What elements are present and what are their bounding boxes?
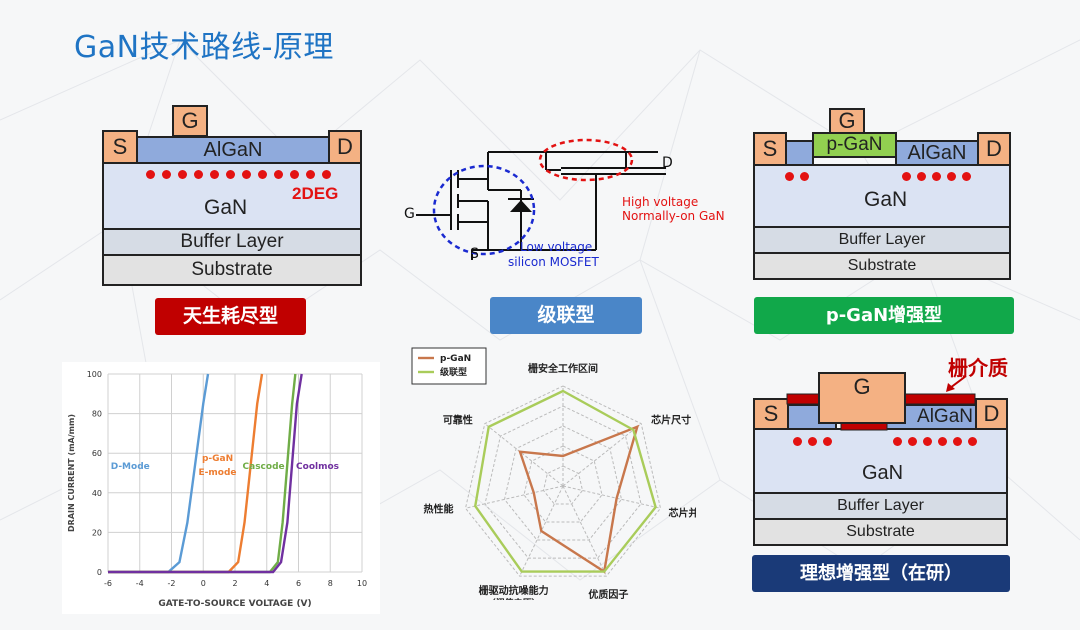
y-tick-label: 40 — [92, 489, 102, 498]
x-tick-label: -2 — [168, 579, 176, 588]
d1-2deg-label: 2DEG — [292, 184, 339, 203]
y-tick-label: 60 — [92, 449, 102, 458]
x-tick-label: -4 — [136, 579, 144, 588]
d3-dielectric-label: 栅介质 — [948, 356, 1008, 380]
d3-substrate: Substrate — [753, 518, 1008, 546]
d3-source: S — [753, 398, 789, 430]
x-tick-label: -6 — [104, 579, 112, 588]
legend-label: p-GaN — [440, 354, 471, 364]
radar-series — [473, 389, 657, 573]
cascode-lv2: silicon MOSFET — [508, 255, 600, 269]
d1-drain: D — [328, 130, 362, 164]
d3-buffer: Buffer Layer — [753, 492, 1008, 520]
radar-series — [518, 424, 640, 574]
radar-axis-label: 栅驱动抗噪能力 — [479, 584, 549, 597]
x-tick-label: 0 — [201, 579, 206, 588]
radar-legend — [411, 347, 487, 385]
radar-axis-label: 可靠性 — [443, 414, 473, 427]
radar-ring — [523, 445, 603, 523]
chart-annotation: D-Mode — [111, 462, 150, 472]
d2-banner: p-GaN增强型 — [754, 297, 1014, 334]
radar-axis-label: 热性能 — [424, 502, 454, 515]
d2-barrier: AlGaN — [895, 140, 979, 166]
d3-dielectric-arrow — [946, 375, 967, 392]
radar-spoke — [562, 485, 607, 577]
radar-ring — [542, 465, 584, 505]
y-tick-label: 80 — [92, 410, 102, 419]
cascode-hv2: Normally-on GaN — [622, 209, 725, 223]
cascode-hv1: High voltage — [622, 195, 698, 209]
d1-substrate: Substrate — [102, 254, 362, 286]
chart-annotation: p-GaN — [202, 454, 233, 464]
y-tick-label: 20 — [92, 528, 102, 537]
d2-channel-label: GaN — [864, 188, 908, 211]
cascode-schematic: D G S High voltage Normally-on GaN Low v… — [404, 138, 725, 269]
d2-gate: G — [829, 108, 865, 134]
series-line — [108, 373, 303, 574]
radar-ring — [464, 385, 662, 577]
d1-buffer: Buffer Layer — [102, 228, 362, 256]
d1-source: S — [102, 130, 138, 164]
x-tick-label: 2 — [232, 579, 237, 588]
radar-axis-label: 栅安全工作区间 — [528, 362, 598, 375]
chart-annotation: E-mode — [199, 468, 237, 478]
d3-gate: G — [818, 372, 906, 424]
d2-pgan: p-GaN — [812, 132, 897, 158]
page-title: GaN技术路线-原理 — [74, 30, 334, 65]
d2-substrate: Substrate — [753, 252, 1011, 280]
x-axis-label: GATE-TO-SOURCE VOLTAGE (V) — [158, 599, 311, 609]
radar-ring — [484, 405, 642, 559]
y-axis-label: DRAIN CURRENT (mA/mm) — [67, 414, 76, 532]
radar-spoke — [465, 485, 564, 509]
d1-gate: G — [172, 105, 208, 137]
chart-annotation: Coolmos — [296, 462, 339, 472]
cascode-s-label: S — [470, 246, 479, 262]
cascode-lv1: Low voltage — [520, 240, 592, 254]
d3-channel-label: GaN — [862, 462, 904, 484]
series-line — [108, 373, 210, 574]
x-tick-label: 10 — [357, 579, 367, 588]
d3-banner: 理想增强型（在研） — [752, 555, 1010, 592]
chart-annotation: Cascode — [243, 462, 285, 472]
cascode-banner: 级联型 — [490, 297, 642, 334]
x-tick-label: 8 — [328, 579, 333, 588]
series-line — [108, 373, 264, 574]
y-tick-label: 100 — [87, 370, 102, 379]
d2-barrier-left — [785, 140, 814, 166]
radar-axis-label: 芯片尺寸 — [651, 414, 691, 427]
radar-axis-label: 优质因子 — [588, 588, 628, 600]
y-tick-label: 0 — [97, 568, 102, 577]
d2-buffer: Buffer Layer — [753, 226, 1011, 254]
radar-axis-label: 芯片并联 — [668, 506, 696, 519]
radar-ring — [503, 425, 623, 541]
legend-label: 级联型 — [439, 366, 467, 378]
d2-drain: D — [977, 132, 1011, 166]
radar-axis-sublabel: （阈值电压） — [487, 597, 541, 600]
d3-drain: D — [975, 398, 1008, 430]
x-tick-label: 4 — [264, 579, 269, 588]
cascode-g-label: G — [404, 206, 415, 222]
cascode-d-label: D — [662, 155, 673, 171]
d1-banner: 天生耗尽型 — [155, 298, 306, 335]
d2-source: S — [753, 132, 787, 166]
x-tick-label: 6 — [296, 579, 301, 588]
d1-barrier: AlGaN — [136, 136, 330, 164]
d1-channel-label: GaN — [204, 196, 248, 219]
radar-spoke — [562, 485, 661, 509]
radar-comparison-chart: 栅安全工作区间芯片尺寸芯片并联优质因子(Qg x Ron)栅驱动抗噪能力（阈值电… — [411, 347, 696, 600]
